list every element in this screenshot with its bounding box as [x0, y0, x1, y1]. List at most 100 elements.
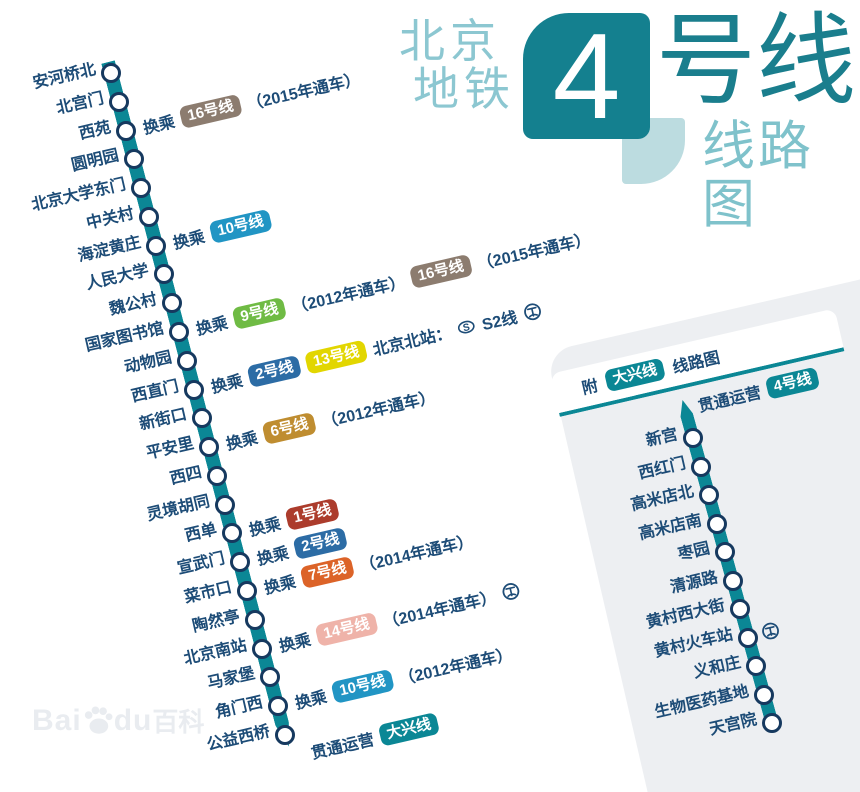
- station-circle: [683, 428, 703, 448]
- transfer-row: 贯通运营大兴线: [309, 711, 441, 763]
- station-circle: [138, 206, 159, 227]
- station-name: 马家堡: [205, 665, 257, 693]
- station-name: 西四: [168, 464, 204, 488]
- daxing-line-badge: 大兴线: [603, 357, 667, 393]
- station-circle: [131, 178, 152, 199]
- transfer-text: （2015年通车）: [245, 70, 363, 114]
- title-city-line1: 北京: [399, 15, 501, 67]
- transfer-text: （2012年通车）: [320, 389, 438, 432]
- china-railway-icon: [503, 582, 520, 600]
- transfer-text: 换乘: [209, 372, 245, 397]
- station-circle: [146, 235, 167, 256]
- station-name: 西直门: [130, 377, 181, 406]
- station-name: 平安里: [145, 435, 196, 463]
- transfer-text: （2012年通车）: [290, 274, 408, 317]
- station-circle: [184, 379, 205, 400]
- station-circle: [259, 667, 280, 688]
- watermark-text-mid: du: [113, 703, 153, 737]
- watermark-text-left: Bai: [32, 703, 82, 737]
- line-badge: 7号线: [299, 555, 356, 589]
- station-name: 动物园: [122, 348, 174, 377]
- baidu-paw-icon: [84, 706, 113, 734]
- title-subtitle: 线路图: [702, 117, 814, 235]
- line-badge: 2号线: [246, 354, 303, 388]
- station-circle: [275, 724, 296, 745]
- station-circle: [199, 437, 220, 458]
- station-name: 西苑: [77, 118, 113, 143]
- station-circle: [244, 609, 265, 630]
- station-circle: [698, 485, 719, 505]
- station-circle: [191, 408, 212, 429]
- suburban-railway-icon: S: [458, 320, 475, 334]
- station-circle: [116, 120, 137, 141]
- station-circle: [101, 63, 121, 83]
- station-circle: [746, 656, 767, 676]
- station-name: 魏公村: [107, 291, 159, 319]
- baidu-baike-watermark: Bai du 百科: [32, 702, 204, 739]
- station-name: 菜市口: [183, 579, 234, 607]
- line-badge: 14号线: [314, 611, 380, 647]
- station-circle: [754, 684, 775, 705]
- title-line-number-box: 4: [523, 13, 650, 139]
- line-badge: 10号线: [330, 669, 395, 705]
- station-circle: [161, 293, 182, 314]
- station-circle: [222, 523, 243, 544]
- transfer-text: 北京北站：: [371, 324, 454, 359]
- china-railway-icon: [524, 303, 541, 320]
- station-circle: [153, 264, 174, 285]
- station-circle: [123, 149, 144, 170]
- station-circle: [738, 627, 759, 648]
- station-circle: [169, 322, 190, 343]
- transfer-text: （2015年通车）: [476, 231, 593, 274]
- station-name: 宣武门: [175, 550, 227, 578]
- watermark-text-right: 百科: [152, 707, 205, 737]
- transfer-text: 换乘: [141, 113, 177, 138]
- station-circle: [252, 638, 273, 659]
- daxing-header-suffix: 线路图: [671, 349, 722, 377]
- line-badge: 13号线: [304, 339, 369, 375]
- station-circle: [706, 513, 727, 534]
- line-badge: 16号线: [408, 253, 474, 290]
- station-circle: [229, 552, 250, 573]
- transfer-text: 换乘: [247, 516, 283, 541]
- transfer-text: 换乘: [255, 545, 291, 569]
- svg-text:S: S: [462, 322, 471, 334]
- line-badge: 6号线: [261, 411, 318, 446]
- line-badge: 16号线: [178, 93, 243, 129]
- china-railway-icon: [762, 622, 780, 639]
- line-badge: 2号线: [292, 526, 349, 561]
- transfer-text: 贯通运营: [309, 731, 376, 763]
- station-icon-row: [760, 620, 782, 644]
- station-circle: [714, 542, 735, 562]
- station-name: 公益西桥: [205, 723, 272, 755]
- line-badge: 1号线: [284, 498, 341, 532]
- transfer-text: 换乘: [262, 573, 298, 598]
- station-circle: [762, 713, 782, 733]
- station-circle: [730, 599, 751, 619]
- station-circle: [690, 456, 711, 477]
- transfer-text: 换乘: [225, 430, 261, 454]
- title-line-suffix: 号线: [656, 5, 856, 117]
- station-name: 角门西: [213, 694, 265, 722]
- title-city-line2: 地铁: [413, 63, 515, 115]
- station-name: 西单: [183, 521, 219, 546]
- station-circle: [722, 570, 743, 591]
- daxing-header-prefix: 附: [580, 377, 600, 398]
- station-circle: [176, 350, 197, 371]
- station-name: 圆明园: [69, 147, 121, 175]
- transfer-text: S2线: [480, 309, 520, 334]
- line-badge: 9号线: [231, 296, 288, 330]
- title-line-number: 4: [552, 8, 621, 144]
- station-name: 陶然亭: [190, 607, 242, 636]
- station-name: 中关村: [84, 205, 136, 233]
- station-circle: [237, 581, 258, 602]
- transfer-text: 换乘: [194, 314, 230, 339]
- transfer-text: 换乘: [278, 631, 314, 656]
- station-circle: [108, 91, 129, 112]
